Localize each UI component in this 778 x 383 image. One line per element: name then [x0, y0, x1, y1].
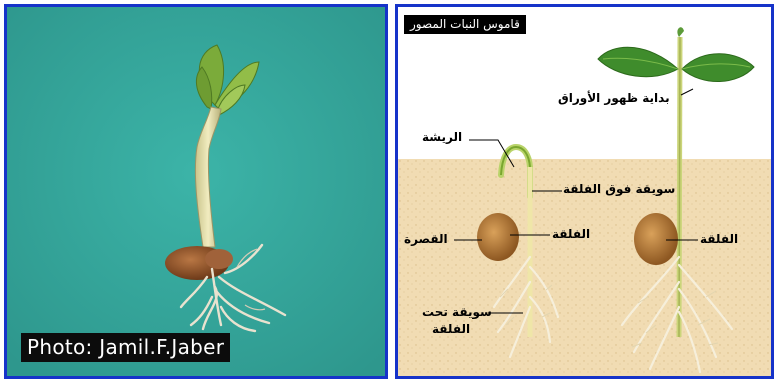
label-plumule: الريشة	[422, 130, 462, 144]
label-epicotyl: سويقة فوق الفلقة	[563, 182, 675, 196]
label-hypocotyl-line1: سويقة تحت	[422, 305, 492, 319]
plant-dictionary-panel: قاموس النبات المصور بداية ظهور الأوراق ا…	[395, 4, 774, 379]
photo-credit: Photo: Jamil.F.Jaber	[21, 333, 230, 362]
leaf-right	[682, 54, 754, 82]
label-cotyledon-right: الفلقة	[700, 232, 738, 246]
seedling-photo	[7, 7, 385, 376]
label-cotyledon: الفلقة	[552, 227, 590, 241]
dictionary-title: قاموس النبات المصور	[404, 15, 526, 34]
label-seed-coat: القصرة	[404, 232, 448, 246]
seedling-photo-panel: Photo: Jamil.F.Jaber	[4, 4, 388, 379]
cotyledon-early	[477, 213, 519, 261]
cotyledon-mature	[634, 213, 678, 265]
label-hypocotyl-line2: الفلقة	[432, 322, 470, 336]
leaf-left	[598, 47, 678, 76]
label-leaves-emergence: بداية ظهور الأوراق	[558, 91, 670, 105]
